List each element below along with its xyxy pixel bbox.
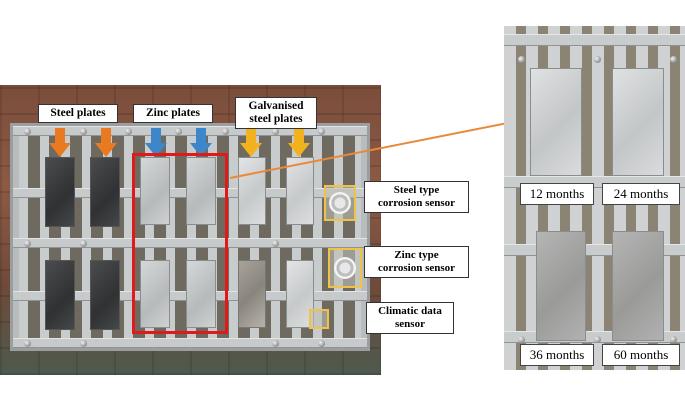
month-label-36: 36 months bbox=[520, 344, 594, 366]
bolt bbox=[594, 56, 601, 63]
bolt bbox=[80, 240, 87, 247]
climatic-sensor-label: Climatic data sensor bbox=[366, 302, 454, 334]
sensor-disc-icon bbox=[329, 192, 351, 214]
galvanised-arrow-icon bbox=[288, 128, 310, 158]
plate-close-up-photo: 12 months 24 months 36 months 60 months bbox=[504, 26, 685, 370]
steel-plate bbox=[90, 260, 120, 330]
bolt bbox=[518, 56, 525, 63]
bolt bbox=[125, 128, 132, 135]
steel-sensor-highlight bbox=[324, 185, 356, 221]
zinc-plate bbox=[186, 157, 216, 225]
bolt bbox=[594, 336, 601, 343]
bolt bbox=[24, 340, 31, 347]
bolt bbox=[272, 128, 279, 135]
steel-sensor-label: Steel type corrosion sensor bbox=[364, 181, 469, 213]
zinc-plate bbox=[140, 157, 170, 225]
climatic-sensor-highlight bbox=[309, 309, 329, 329]
bolt bbox=[80, 128, 87, 135]
steel-arrow-icon bbox=[49, 128, 71, 158]
galvanised-plate bbox=[238, 157, 266, 225]
steel-plate bbox=[45, 157, 75, 227]
bolt bbox=[175, 128, 182, 135]
zinc-plates-highlight bbox=[132, 153, 228, 334]
bolt bbox=[24, 240, 31, 247]
plate-60-months bbox=[612, 231, 664, 341]
bolt bbox=[24, 128, 31, 135]
zinc-plate bbox=[140, 260, 170, 328]
sensor-disc-icon bbox=[334, 257, 356, 279]
month-label-24: 24 months bbox=[602, 183, 680, 205]
bolt bbox=[518, 336, 525, 343]
steel-plate bbox=[90, 157, 120, 227]
zinc-sensor-label: Zinc type corrosion sensor bbox=[364, 246, 469, 278]
bolt bbox=[670, 336, 677, 343]
steel-arrow-icon bbox=[95, 128, 117, 158]
bolt bbox=[670, 56, 677, 63]
bolt bbox=[318, 128, 325, 135]
bolt bbox=[318, 340, 325, 347]
galvanised-arrow-icon bbox=[240, 128, 262, 158]
steel-plates-label: Steel plates bbox=[38, 104, 118, 123]
zinc-sensor-highlight bbox=[328, 248, 362, 288]
bolt bbox=[272, 340, 279, 347]
galvanised-plate bbox=[238, 260, 266, 328]
zinc-plates-label: Zinc plates bbox=[133, 104, 213, 123]
plate-24-months bbox=[612, 68, 664, 176]
galvanised-plate bbox=[286, 157, 314, 225]
galvanised-plates-label: Galvanised steel plates bbox=[235, 97, 317, 129]
bolt bbox=[222, 128, 229, 135]
zinc-plate bbox=[186, 260, 216, 328]
steel-plate bbox=[45, 260, 75, 330]
plate-12-months bbox=[530, 68, 582, 176]
bolt bbox=[272, 240, 279, 247]
plate-36-months bbox=[536, 231, 586, 341]
month-label-12: 12 months bbox=[520, 183, 594, 205]
month-label-60: 60 months bbox=[602, 344, 680, 366]
bolt bbox=[80, 340, 87, 347]
